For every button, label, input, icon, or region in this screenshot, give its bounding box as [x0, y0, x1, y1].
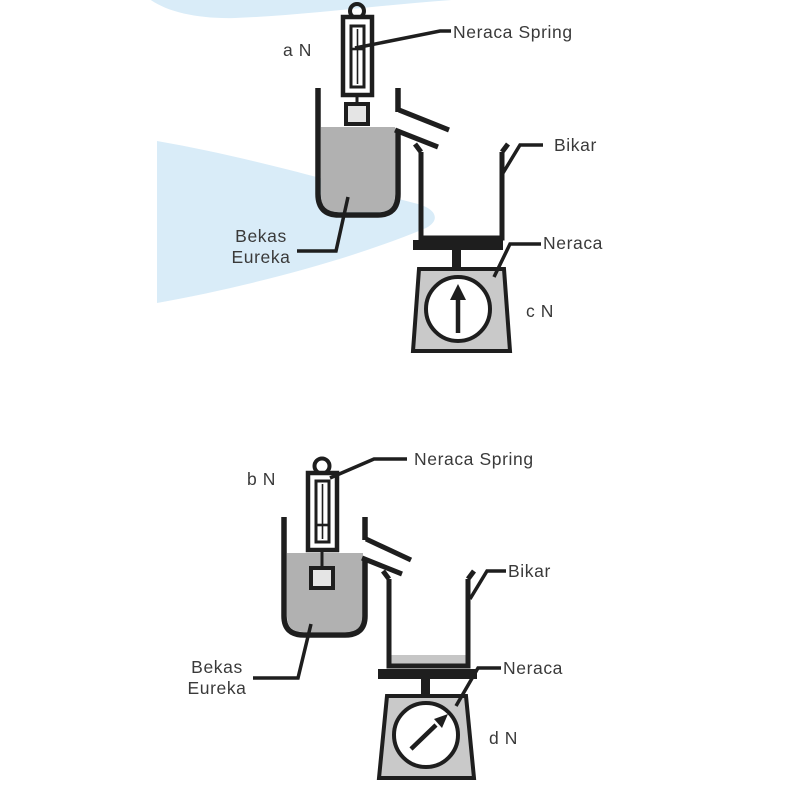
label-bekas-eureka: Bekas Eureka [187, 657, 247, 698]
bottom-diagram [253, 456, 506, 780]
leader-neraca [454, 666, 501, 707]
left-swoosh-wedge [157, 141, 435, 303]
scale-needle [409, 723, 438, 751]
eureka-can-spout-lower [394, 127, 439, 150]
beaker-rim-right [500, 142, 510, 154]
scale-reading-d: d N [489, 728, 519, 748]
eureka-can-water [321, 127, 395, 212]
leader-bekas-eureka [253, 623, 313, 680]
scale-needle-head [434, 714, 448, 728]
background-swooshes [150, 0, 452, 303]
beaker-rim-right [466, 569, 476, 581]
label-bikar: Bikar [508, 561, 551, 581]
spring-reading-a: a N [283, 40, 313, 60]
beaker-rim-left [413, 142, 423, 154]
eureka-can-icon [281, 517, 413, 638]
scale-needle-head [450, 284, 466, 300]
label-bikar: Bikar [554, 135, 597, 155]
label-bekas-eureka: Bekas Eureka [231, 226, 291, 267]
beaker-water [391, 655, 466, 665]
label-neraca: Neraca [503, 658, 564, 678]
leader-neraca [492, 242, 541, 278]
leader-lines [297, 29, 543, 278]
leader-bikar [468, 569, 506, 600]
label-neraca-spring: Neraca Spring [453, 22, 573, 42]
eureka-can-spout-upper [364, 536, 413, 563]
beaker-icon [413, 142, 510, 241]
weight-icon [344, 102, 370, 126]
scale-stem [421, 679, 430, 697]
weight-icon [309, 566, 335, 590]
beaker-rim-left [381, 569, 391, 581]
leader-neraca-spring [329, 457, 407, 480]
leader-lines [253, 457, 506, 707]
beaker-icon [381, 569, 476, 669]
label-neraca: Neraca [543, 233, 604, 253]
label-neraca-spring: Neraca Spring [414, 449, 534, 469]
spring-balance-icon [305, 456, 340, 553]
scale-stem [452, 250, 461, 270]
leader-bekas-eureka [297, 196, 350, 253]
eureka-can-spout-upper [398, 107, 450, 133]
eureka-can-water [287, 553, 363, 632]
spring-balance-icon [340, 2, 375, 105]
weighing-scale-icon [376, 669, 477, 780]
eureka-can-spout-lower [361, 555, 403, 577]
leader-neraca-spring [354, 29, 451, 50]
spring-reading-b: b N [247, 469, 277, 489]
scale-reading-c: c N [526, 301, 555, 321]
scale-platform [413, 240, 503, 250]
eureka-can-icon [315, 88, 450, 218]
weighing-scale-icon [410, 240, 513, 353]
leader-bikar [501, 143, 543, 174]
top-diagram [297, 2, 543, 353]
scale-platform [378, 669, 477, 679]
top-swoosh-band [150, 0, 452, 19]
